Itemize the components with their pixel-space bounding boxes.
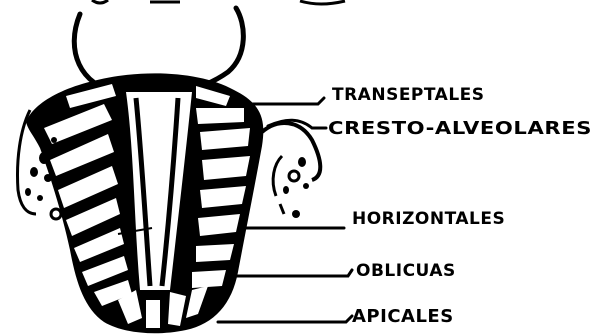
label-cresto-alveolares: CRESTO-ALVEOLARES (328, 118, 592, 139)
label-apicales: APICALES (352, 306, 454, 327)
label-horizontales: HORIZONTALES (352, 209, 505, 229)
leader-oblicuas (230, 270, 352, 276)
leader-apicales (218, 316, 352, 322)
label-oblicuas: OBLICUAS (356, 261, 456, 281)
right-alveolar-bone (262, 123, 320, 218)
tooth-root (26, 73, 263, 333)
top-cutoff-scribbles (92, 0, 345, 4)
label-transeptales: TRANSEPTALES (332, 85, 485, 105)
